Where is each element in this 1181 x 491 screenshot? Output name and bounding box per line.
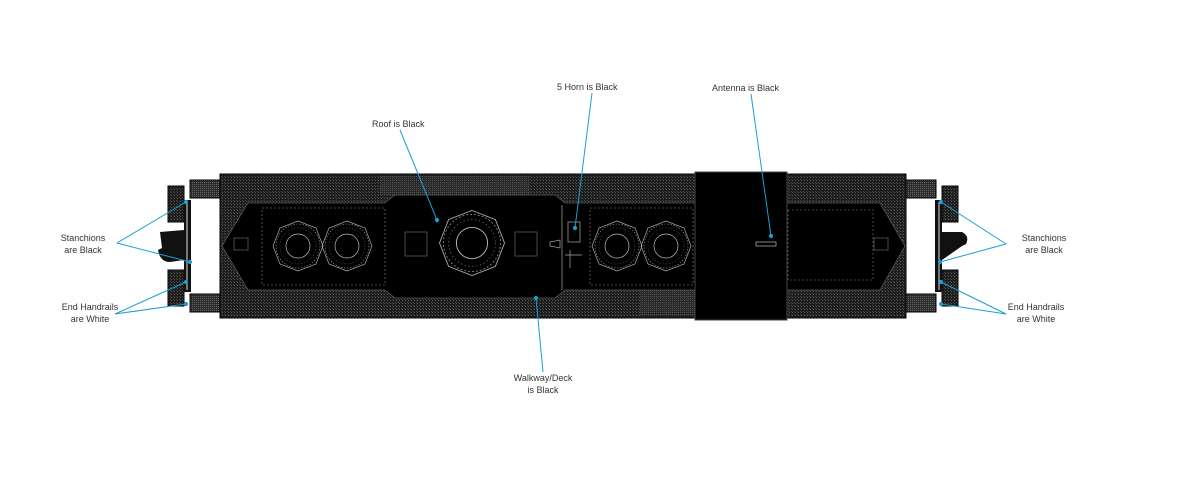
- walkway-label-line1: Walkway/Deck: [513, 373, 573, 383]
- stanchions-left-line1: Stanchions: [60, 233, 106, 243]
- walkway-label: Walkway/Deck is Black: [511, 372, 575, 396]
- antenna-icon: [755, 241, 777, 247]
- short-hood: [786, 202, 906, 291]
- right-end-platform: [905, 179, 968, 313]
- left-end-platform: [158, 179, 221, 313]
- antenna-label-text: Antenna is Black: [712, 83, 780, 93]
- leader-lines: [114, 92, 1007, 373]
- stanchions-left-line2: are Black: [64, 245, 102, 255]
- stanchions-left-label: Stanchions are Black: [52, 232, 114, 256]
- walkway-label-line2: is Black: [527, 385, 559, 395]
- horn-icon: [549, 205, 582, 290]
- handrails-right-line1: End Handrails: [1007, 302, 1065, 312]
- handrails-left-line1: End Handrails: [61, 302, 119, 312]
- stanchions-right-line1: Stanchions: [1021, 233, 1067, 243]
- handrails-right-line2: are White: [1016, 314, 1056, 324]
- handrails-left-label: End Handrails are White: [55, 301, 125, 325]
- horn-label-text: 5 Horn is Black: [557, 82, 618, 92]
- stanchions-right-line2: are Black: [1025, 245, 1063, 255]
- stanchions-right-label: Stanchions are Black: [1013, 232, 1075, 256]
- roof-label-text: Roof is Black: [372, 119, 425, 129]
- roof-label: Roof is Black: [372, 118, 425, 130]
- handrails-left-line2: are White: [70, 314, 110, 324]
- handrails-right-label: End Handrails are White: [1001, 301, 1071, 325]
- horn-label: 5 Horn is Black: [557, 81, 618, 93]
- antenna-label: Antenna is Black: [712, 82, 779, 94]
